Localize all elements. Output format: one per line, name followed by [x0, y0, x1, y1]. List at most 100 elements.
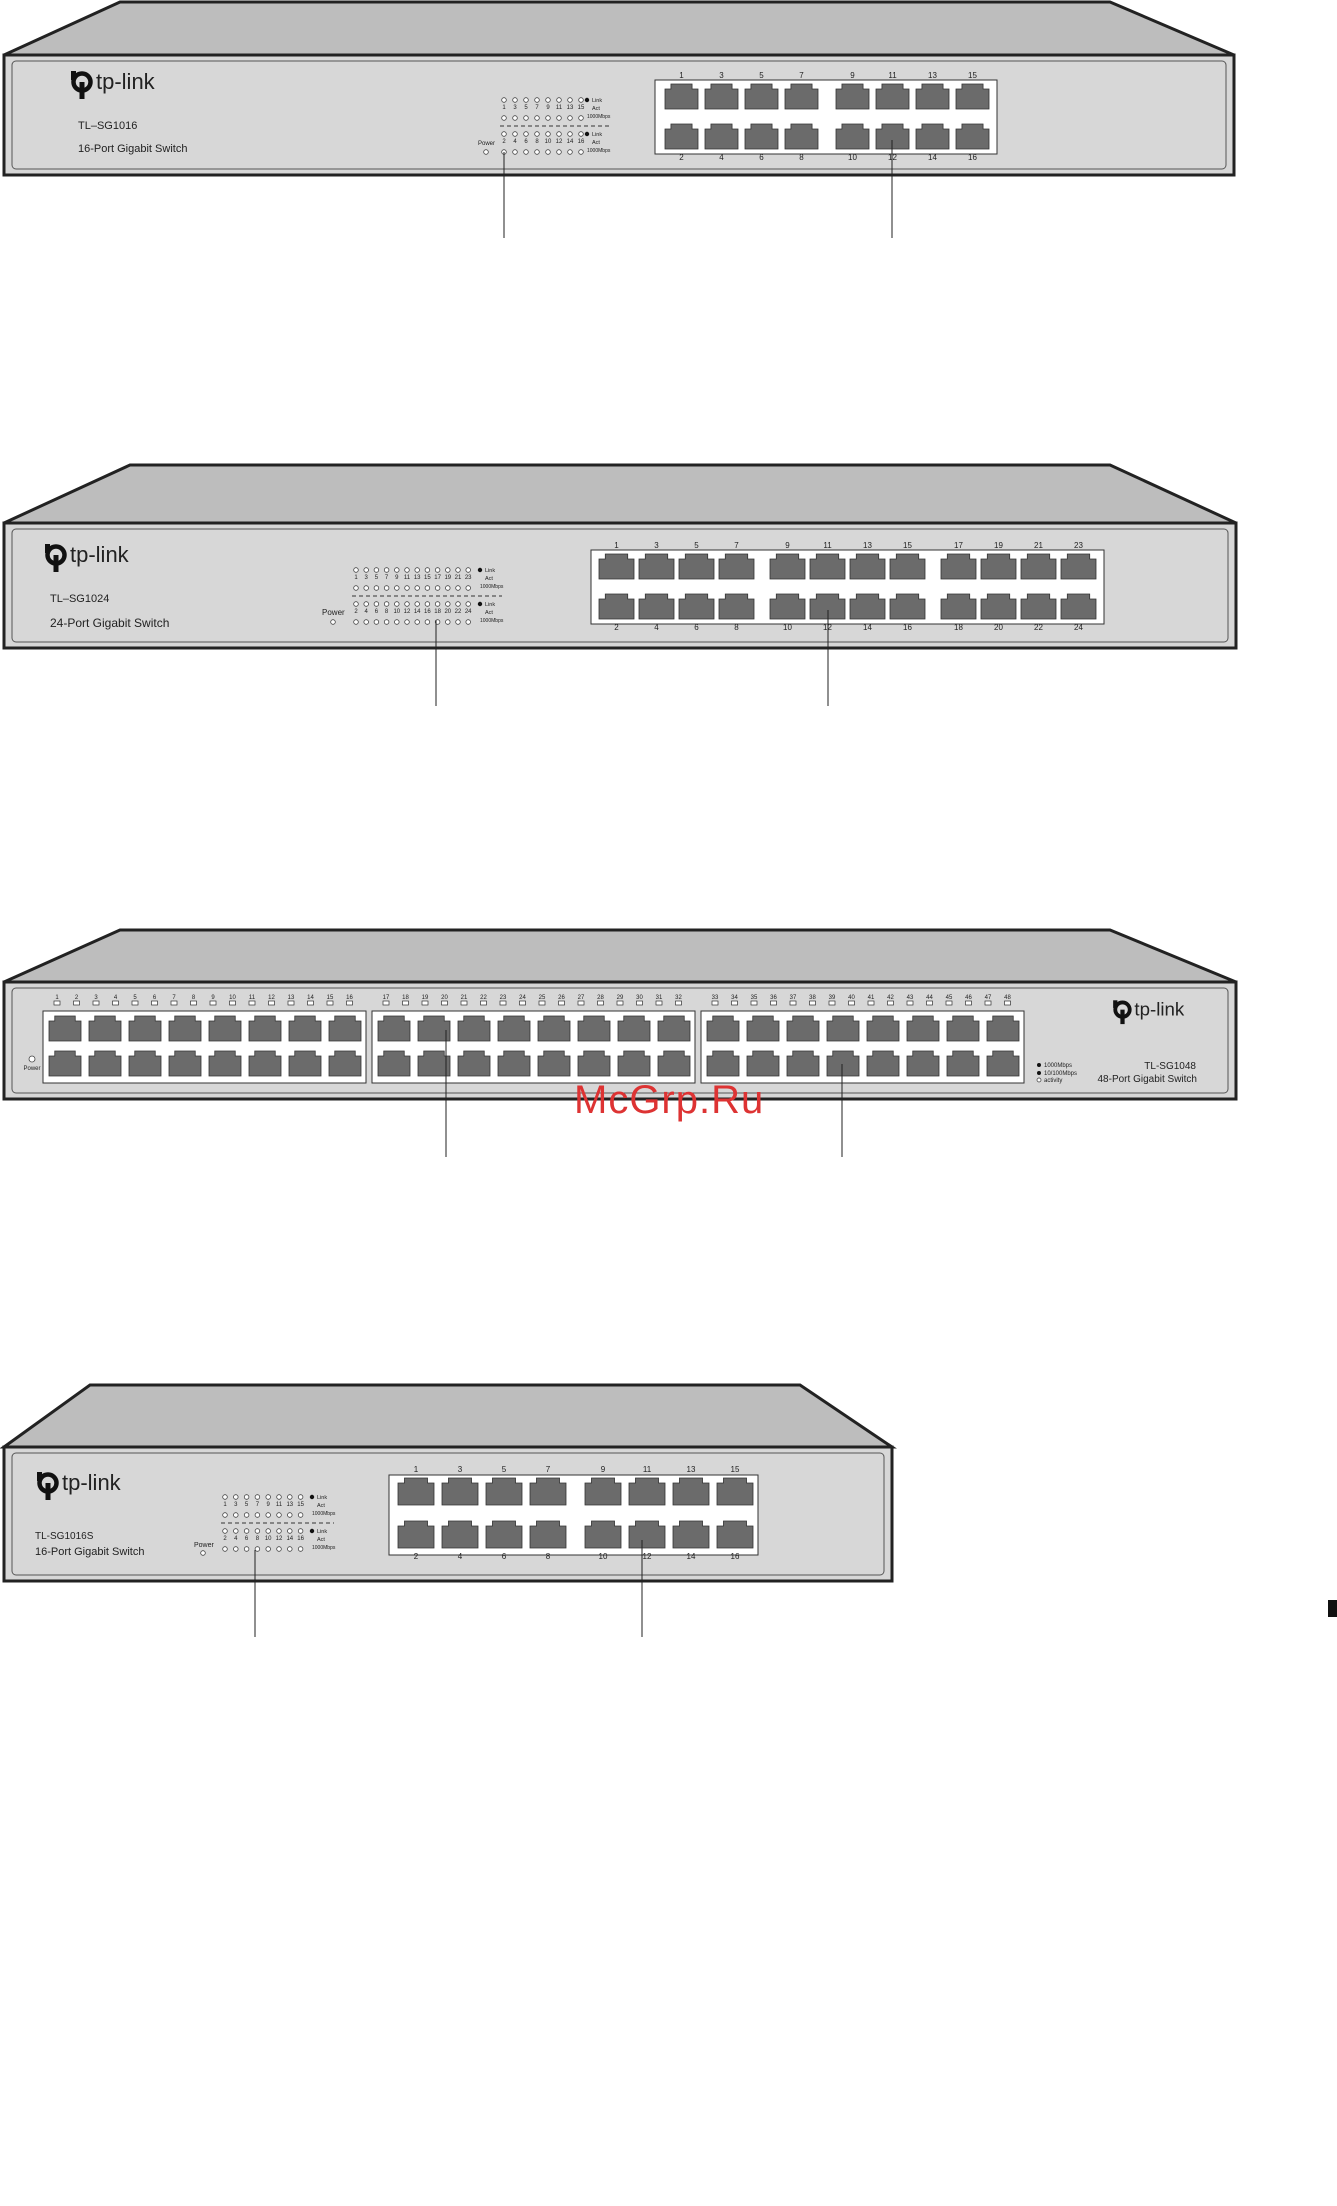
rj45-port — [288, 1015, 322, 1042]
rj45-port — [915, 83, 950, 110]
rj45-port — [208, 1050, 242, 1077]
tp-link-logo-bar — [71, 71, 76, 80]
led-number: 10 — [393, 609, 400, 615]
rj45-port — [328, 1015, 362, 1042]
rj45-port — [1060, 593, 1097, 620]
port-led-number: 25 — [539, 995, 546, 1001]
led-top-speed — [523, 115, 529, 121]
port-number: 13 — [863, 541, 872, 550]
led-bottom-link — [276, 1528, 282, 1534]
port-led — [346, 1000, 353, 1006]
led-top-link — [534, 97, 540, 103]
port-number: 10 — [848, 153, 857, 162]
led-number: 4 — [234, 1536, 238, 1542]
led-number: 16 — [297, 1536, 304, 1542]
led-number: 22 — [455, 609, 462, 615]
rj45-port — [744, 123, 779, 150]
led-bottom-link — [373, 601, 380, 607]
port-number: 15 — [968, 71, 977, 80]
led-top-speed — [383, 585, 390, 591]
port-number: 11 — [823, 541, 832, 550]
led-legend-link: Link — [592, 98, 602, 104]
port-number: 3 — [719, 71, 724, 80]
rj45-port — [457, 1050, 491, 1077]
legend-link-dot — [477, 567, 483, 573]
rj45-port — [628, 1477, 666, 1506]
rj45-port — [497, 1015, 531, 1042]
port-led-number: 1 — [55, 995, 59, 1001]
port-led — [287, 1000, 295, 1006]
led-number: 17 — [434, 575, 441, 581]
port-led-number: 48 — [1004, 995, 1011, 1001]
port-led-number: 8 — [192, 995, 196, 1001]
port-number: 2 — [679, 153, 684, 162]
port-led-number: 15 — [327, 995, 334, 1001]
sg1016-chassis-front — [2, 53, 1236, 177]
rj45-port — [628, 1520, 666, 1549]
rj45-port — [417, 1015, 451, 1042]
rj45-port — [377, 1050, 411, 1077]
sg1016s-chassis-bezel — [11, 1452, 885, 1576]
led-bottom-speed — [222, 1546, 228, 1552]
led-legend-link: Link — [485, 568, 495, 574]
port-number: 7 — [546, 1465, 551, 1474]
rj45-port — [417, 1050, 451, 1077]
port-led — [190, 1000, 197, 1006]
port-number: 19 — [994, 541, 1003, 550]
rj45-port — [598, 553, 635, 580]
rj45-port — [786, 1015, 820, 1042]
led-number: 12 — [276, 1536, 283, 1542]
led-number: 1 — [354, 575, 358, 581]
led-legend-speed: 1000Mbps — [587, 148, 611, 154]
led-number: 3 — [365, 575, 369, 581]
rj45-port — [716, 1477, 754, 1506]
led-top-link — [545, 97, 551, 103]
port-led-number: 12 — [268, 995, 275, 1001]
rj45-port — [497, 1050, 531, 1077]
led-number: 7 — [256, 1502, 260, 1508]
rj45-port — [208, 1015, 242, 1042]
rj45-port — [457, 1015, 491, 1042]
model-name: TL–SG1024 — [50, 593, 109, 605]
port-number: 16 — [903, 623, 912, 632]
port-led-number: 11 — [249, 995, 256, 1001]
led-number: 6 — [524, 139, 528, 145]
rj45-port — [441, 1520, 479, 1549]
port-led-number: 46 — [965, 995, 972, 1001]
rj45-port — [866, 1015, 900, 1042]
rj45-port — [809, 553, 846, 580]
port-number: 15 — [903, 541, 912, 550]
led-bottom-link — [545, 131, 551, 137]
led-bottom-link — [578, 131, 584, 137]
rj45-port — [955, 83, 990, 110]
port-led-number: 38 — [809, 995, 816, 1001]
port-number: 1 — [614, 541, 619, 550]
port-led — [402, 1000, 409, 1006]
rj45-port — [397, 1477, 435, 1506]
port-number: 5 — [694, 541, 699, 550]
rj45-port — [128, 1015, 162, 1042]
led-bottom-link — [434, 601, 441, 607]
port-led — [229, 1000, 236, 1006]
port-number: 6 — [502, 1552, 507, 1561]
rj45-port — [577, 1050, 611, 1077]
sg1048-chassis-bezel — [11, 987, 1229, 1094]
led-bottom-speed — [512, 149, 518, 155]
tp-link-logo-text: tp-link — [62, 1470, 122, 1495]
rj45-port — [537, 1050, 571, 1077]
port-led-number: 40 — [848, 995, 855, 1001]
model-description: 24-Port Gigabit Switch — [50, 616, 169, 630]
port-led-number: 30 — [636, 995, 643, 1001]
led-number: 16 — [424, 609, 431, 615]
port-number: 16 — [731, 1552, 740, 1561]
led-number: 9 — [267, 1502, 271, 1508]
port-number: 14 — [687, 1552, 696, 1561]
led-top-speed — [287, 1512, 293, 1518]
port-led — [73, 1000, 80, 1006]
tp-link-logo-text: tp-link — [70, 542, 130, 567]
power-label: Power — [194, 1542, 215, 1549]
rj45-port — [664, 83, 699, 110]
led-bottom-speed — [556, 149, 562, 155]
port-led-number: 10 — [229, 995, 236, 1001]
